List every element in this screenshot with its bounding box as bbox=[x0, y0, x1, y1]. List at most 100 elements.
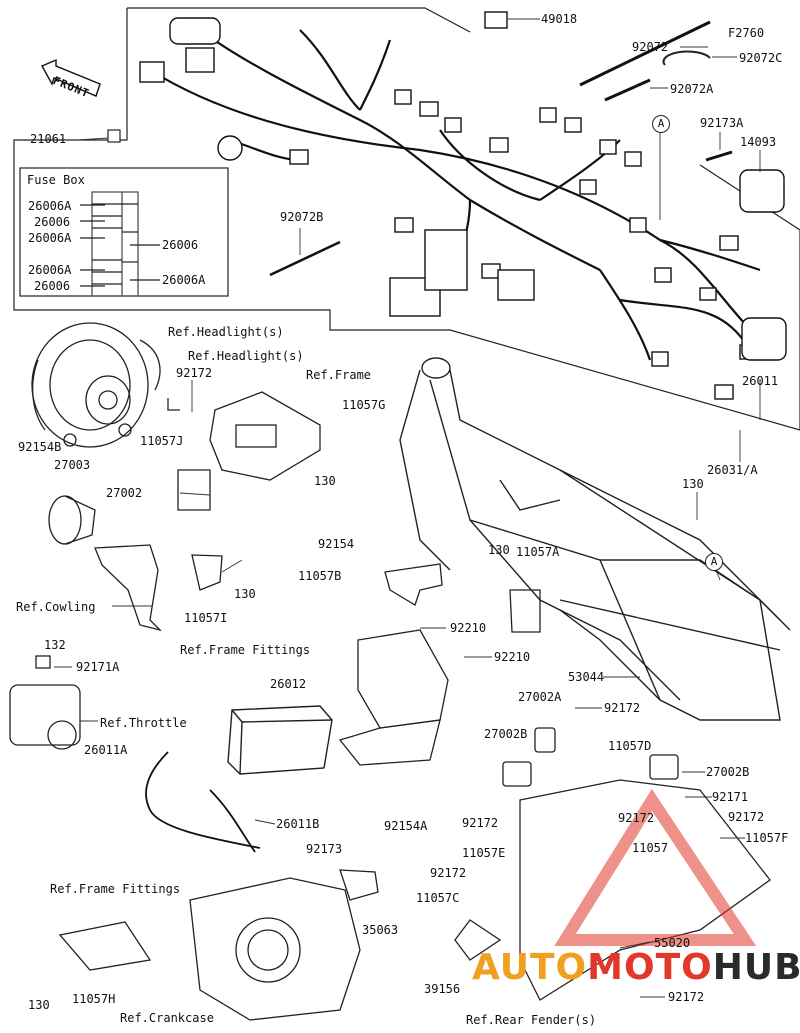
part-label: 92210 bbox=[450, 621, 487, 635]
part-label: 92072B bbox=[280, 210, 324, 224]
part-label: 130 bbox=[314, 474, 336, 488]
part-label: 27002B bbox=[484, 727, 528, 741]
fuse-label: 26006 bbox=[34, 279, 71, 293]
fuse-label: 26006A bbox=[28, 263, 72, 277]
horn-27003 bbox=[48, 495, 96, 545]
part-label: 11057A bbox=[516, 545, 560, 559]
battery-cables bbox=[145, 751, 261, 853]
bracket-11057B bbox=[384, 563, 443, 606]
part-label: 27003 bbox=[54, 458, 91, 472]
part-label: 55020 bbox=[654, 936, 691, 950]
part-label: 11057B bbox=[298, 569, 342, 583]
part-label: 11057D bbox=[608, 739, 652, 753]
strap-92072 bbox=[579, 20, 711, 87]
part-label: 132 bbox=[44, 638, 66, 652]
part-label: 92072 bbox=[632, 40, 669, 54]
part-label: 130 bbox=[488, 543, 510, 557]
reference-label: Ref.Headlight(s) bbox=[188, 349, 304, 363]
reference-label: Ref.Headlight(s) bbox=[168, 325, 284, 339]
front-arrow: FRONT bbox=[38, 58, 102, 100]
fuse-label: 26006A bbox=[28, 199, 72, 213]
part-label: F2760 bbox=[728, 26, 765, 40]
part-label: 92172 bbox=[668, 990, 705, 1004]
headlight-bracket bbox=[177, 391, 321, 511]
front-arrow-icon bbox=[41, 58, 101, 97]
clamp-92072C bbox=[662, 50, 711, 66]
battery-case bbox=[338, 629, 449, 766]
watermark-logo: AUTOMOTOHUB bbox=[472, 948, 800, 988]
rear-fender bbox=[454, 779, 771, 1001]
watermark-part1: AUTO bbox=[472, 947, 588, 988]
part-label: 27002B bbox=[706, 765, 750, 779]
part-label: 26011B bbox=[276, 817, 320, 831]
bracket-35063 bbox=[339, 869, 379, 901]
leader-lines bbox=[77, 18, 761, 581]
part-label: 11057E bbox=[462, 846, 506, 860]
part-label: 11057H bbox=[72, 992, 116, 1006]
relays bbox=[502, 727, 679, 787]
part-label: 130 bbox=[682, 477, 704, 491]
part-label: 92154A bbox=[384, 819, 428, 833]
part-label: 11057G bbox=[342, 398, 386, 412]
part-label: 11057J bbox=[140, 434, 184, 448]
fuse-box-title: Fuse Box bbox=[27, 173, 85, 187]
callout-a: A bbox=[705, 553, 723, 571]
reference-label: Ref.Frame Fittings bbox=[180, 643, 311, 657]
part-label: 92171 bbox=[712, 790, 749, 804]
part-label: 92072A bbox=[670, 82, 714, 96]
watermark-part3: HUB bbox=[712, 947, 800, 988]
part-label: 92173A bbox=[700, 116, 744, 130]
part-label: 21061 bbox=[30, 132, 67, 146]
battery-26012 bbox=[227, 705, 333, 775]
watermark-triangle bbox=[554, 788, 757, 946]
part-label: 130 bbox=[28, 998, 50, 1012]
part-label: 92171A bbox=[76, 660, 120, 674]
reference-label: Ref.Rear Fender(s) bbox=[466, 1013, 597, 1027]
fuse-label: 26006A bbox=[162, 273, 206, 287]
bracket-11057I bbox=[191, 554, 223, 591]
part-label: 49018 bbox=[541, 12, 578, 26]
part-label: 92172 bbox=[728, 810, 765, 824]
strap-92072A bbox=[604, 78, 651, 102]
callout-a: A bbox=[652, 115, 670, 133]
part-label: 92172 bbox=[618, 811, 655, 825]
part-label: 11057I bbox=[184, 611, 228, 625]
part-label: 92210 bbox=[494, 650, 531, 664]
throttle-body bbox=[9, 655, 81, 750]
part-label: 11057 bbox=[632, 841, 669, 855]
part-label: 92172 bbox=[430, 866, 467, 880]
headlight-assembly bbox=[31, 322, 180, 448]
part-label: 53044 bbox=[568, 670, 605, 684]
strap-92072B bbox=[269, 240, 341, 277]
part-label: 92072C bbox=[739, 51, 783, 65]
part-label: 92172 bbox=[462, 816, 499, 830]
part-label: 11057C bbox=[416, 891, 460, 905]
frame bbox=[399, 357, 791, 721]
part-label: 92154B bbox=[18, 440, 62, 454]
part-label: 26031/A bbox=[707, 463, 758, 477]
part-label: 14093 bbox=[740, 135, 777, 149]
reference-label: Ref.Throttle bbox=[100, 716, 187, 730]
part-label: 130 bbox=[234, 587, 256, 601]
part-label: 35063 bbox=[362, 923, 399, 937]
crankcase bbox=[189, 877, 361, 1021]
fuse-label: 26006 bbox=[34, 215, 71, 229]
fuse-label: 26006 bbox=[162, 238, 199, 252]
reference-label: Ref.Crankcase bbox=[120, 1011, 214, 1025]
fuse-label: 26006A bbox=[28, 231, 72, 245]
bracket-11057A bbox=[509, 589, 541, 633]
part-label: 39156 bbox=[424, 982, 461, 996]
fuse-block bbox=[91, 191, 139, 297]
bolt-21061 bbox=[107, 129, 121, 143]
reference-label: Ref.Cowling bbox=[16, 600, 96, 614]
part-label: 92172 bbox=[176, 366, 213, 380]
plate-92173A bbox=[705, 150, 733, 162]
connectors bbox=[139, 11, 787, 400]
part-label: 26012 bbox=[270, 677, 307, 691]
harness-panel-outline bbox=[13, 7, 800, 431]
cowling-bracket bbox=[94, 544, 163, 632]
reference-label: Ref.Frame bbox=[306, 368, 372, 382]
part-label: 27002 bbox=[106, 486, 143, 500]
watermark-part2: MOTO bbox=[587, 947, 713, 988]
